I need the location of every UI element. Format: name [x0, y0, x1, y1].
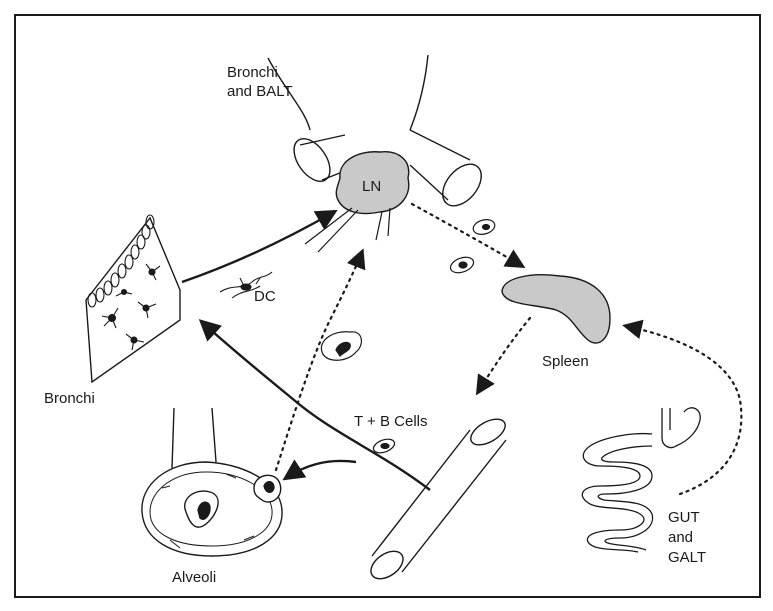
lymph-node-vessels	[305, 208, 390, 252]
label-tb-cells: T + B Cells	[354, 412, 428, 431]
label-ln: LN	[362, 177, 381, 196]
label-bronchi-balt-line1: Bronchi	[227, 63, 278, 82]
label-dc: DC	[254, 287, 276, 306]
label-gut-line3: GALT	[668, 548, 706, 567]
bronchi-wedge	[86, 215, 180, 382]
solid-arrows	[182, 212, 430, 490]
arrow-spleen-to-blood	[478, 318, 530, 392]
label-bronchi: Bronchi	[44, 389, 95, 408]
arrow-gut-to-spleen	[626, 326, 741, 494]
arrow-blood-to-alveoli	[286, 461, 356, 478]
label-alveoli: Alveoli	[172, 568, 216, 587]
label-gut-line1: GUT	[668, 508, 700, 527]
label-bronchi-balt-line2: and BALT	[227, 82, 293, 101]
label-spleen: Spleen	[542, 352, 589, 371]
label-gut-line2: and	[668, 528, 693, 547]
alveoli	[142, 408, 282, 556]
spleen	[502, 275, 610, 343]
arrow-bronchi-to-ln	[182, 212, 334, 282]
